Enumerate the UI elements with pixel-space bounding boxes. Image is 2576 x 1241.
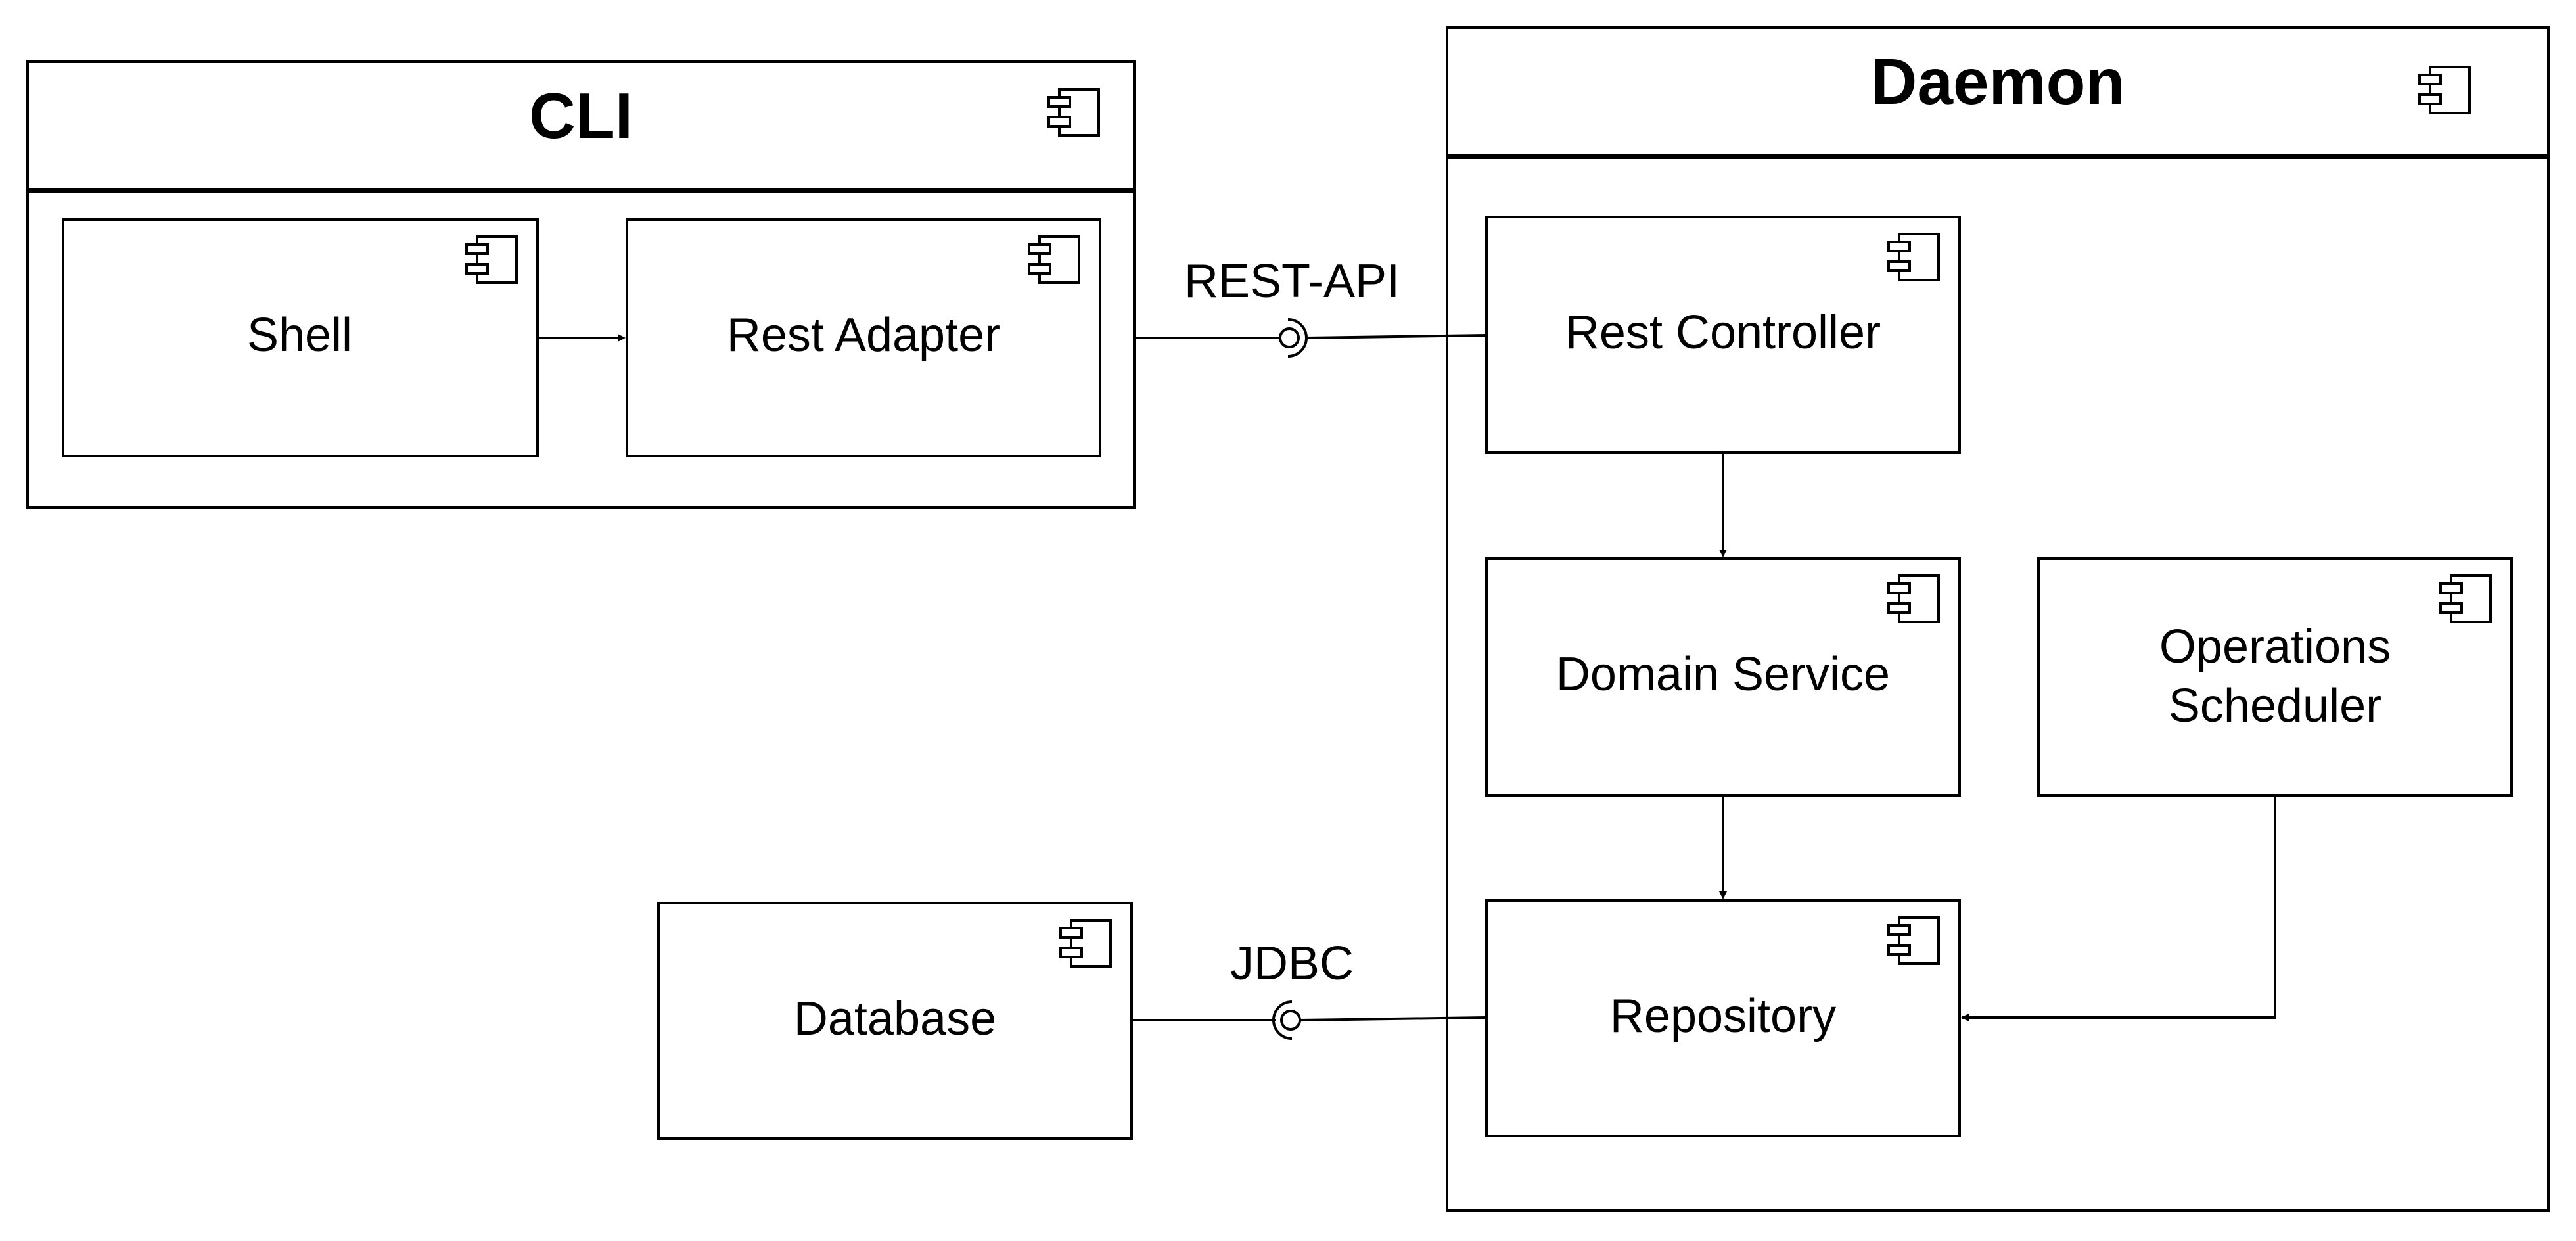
- rest-api-interface: REST-API: [1134, 255, 1487, 358]
- repository-label: Repository: [1610, 990, 1836, 1042]
- shell-label: Shell: [247, 309, 352, 362]
- daemon-title: Daemon: [1871, 45, 2125, 118]
- domain-service-component: Domain Service: [1485, 557, 1961, 797]
- repository-component: Repository: [1485, 899, 1961, 1137]
- rest-adapter-component: Rest Adapter: [626, 218, 1101, 457]
- shell-component: Shell: [62, 218, 539, 457]
- jdbc-socket-icon: [1272, 1000, 1293, 1040]
- operations-scheduler-label-line2: Scheduler: [2169, 680, 2381, 732]
- database-label: Database: [794, 993, 996, 1045]
- rest-api-ball-icon: [1279, 327, 1300, 348]
- jdbc-ball-icon: [1280, 1010, 1301, 1031]
- domain-service-label: Domain Service: [1556, 648, 1890, 701]
- rest-controller-component: Rest Controller: [1485, 216, 1961, 454]
- rest-controller-label: Rest Controller: [1565, 306, 1881, 359]
- operations-scheduler-label-line1: Operations: [2159, 620, 2391, 673]
- operations-scheduler-component: Operations Scheduler: [2037, 557, 2513, 797]
- jdbc-interface: JDBC: [1132, 937, 1487, 1040]
- rest-api-label: REST-API: [1184, 255, 1400, 308]
- database-component: Database: [657, 902, 1133, 1140]
- operations-scheduler-to-repository-arrow: [1961, 795, 2276, 1021]
- cli-title: CLI: [529, 80, 633, 152]
- rest-adapter-label: Rest Adapter: [727, 309, 1000, 362]
- jdbc-label: JDBC: [1230, 937, 1354, 990]
